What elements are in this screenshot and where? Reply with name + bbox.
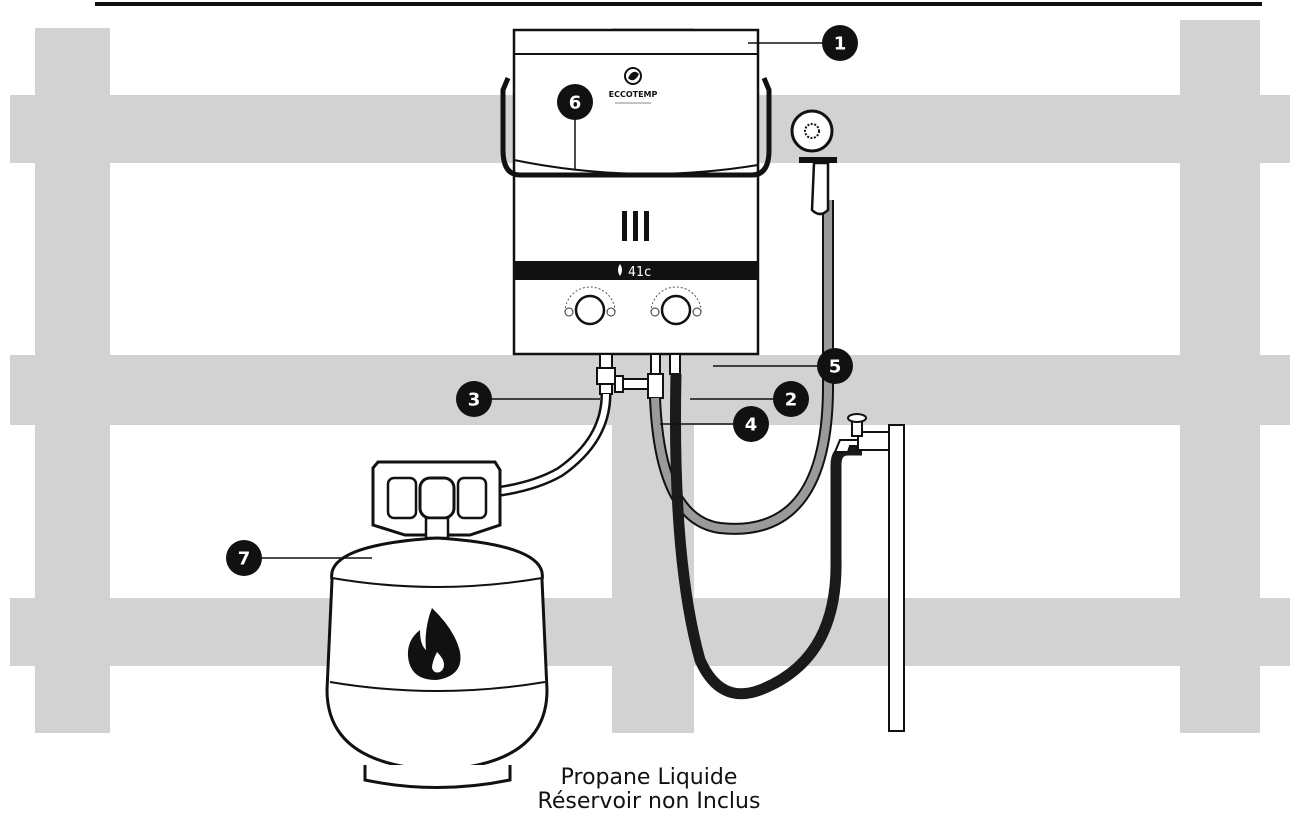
callout-label: 3	[468, 390, 481, 411]
tank-body	[325, 536, 549, 772]
water-heater: ECCOTEMP 41c	[500, 28, 772, 399]
water-control-knob	[650, 286, 702, 326]
callout-leaders	[262, 42, 823, 559]
brand-logo-icon	[624, 67, 642, 85]
heater-handle	[500, 77, 772, 178]
callout-4: 4	[733, 406, 769, 442]
callout-5: 5	[817, 348, 853, 384]
fence-rail-bottom	[10, 598, 1290, 666]
callout-label: 2	[785, 390, 798, 411]
propane-tank	[325, 460, 549, 789]
flame-indicator-icon	[618, 264, 622, 276]
callout-label: 5	[829, 357, 842, 378]
vent-slot	[633, 211, 638, 241]
tank-seam-bottom	[329, 681, 546, 692]
callout-label: 6	[569, 93, 582, 114]
callout-3: 3	[456, 381, 492, 417]
faucet-post	[888, 424, 905, 732]
tank-seam-top	[331, 577, 543, 588]
flame-icon	[407, 608, 461, 680]
temperature-readout: 41c	[628, 265, 651, 280]
heater-vent	[622, 211, 649, 241]
brand-logo-text: ECCOTEMP	[609, 90, 658, 99]
shower-head-nozzle-icon	[804, 123, 820, 139]
vent-slot	[644, 211, 649, 241]
faucet-handle-icon	[847, 413, 867, 423]
tank-valve	[418, 476, 456, 520]
caption-line-1: Propane Liquide	[560, 765, 738, 790]
vent-slot	[622, 211, 627, 241]
heater-body	[512, 28, 760, 356]
callout-label: 1	[834, 34, 847, 55]
water-inlet-tee-fitting	[614, 353, 664, 399]
shower-head-face	[790, 109, 834, 153]
water-supply-hose-black	[670, 373, 862, 700]
gas-inlet-fitting	[596, 353, 616, 395]
tank-collar-window-left	[386, 476, 418, 520]
temperature-display-band	[514, 261, 758, 280]
callout-label: 4	[745, 415, 758, 436]
shower-hose-gray-inner	[651, 200, 833, 533]
tank-foot-ring	[363, 765, 512, 789]
shower-head-handle	[810, 161, 830, 216]
caption-line-2: Réservoir non Inclus	[537, 789, 761, 814]
heater-front-panel-curve	[513, 159, 759, 175]
brand-logo: ECCOTEMP	[609, 67, 658, 104]
callout-1: 1	[822, 25, 858, 61]
faucet-spout	[833, 439, 859, 453]
hot-water-outlet-fitting	[669, 353, 681, 375]
callout-7: 7	[226, 540, 262, 576]
tank-valve-neck	[424, 516, 450, 540]
callout-6: 6	[557, 84, 593, 120]
outdoor-faucet	[833, 413, 905, 732]
tank-collar-window-right	[456, 476, 488, 520]
shower-head-clip	[799, 157, 837, 163]
callout-2: 2	[773, 381, 809, 417]
brand-logo-swirl	[628, 71, 639, 81]
shower-head	[790, 109, 837, 216]
gas-control-knob	[564, 286, 616, 326]
callouts: 1 2 3 4 5 6 7	[226, 25, 858, 576]
callout-label: 7	[238, 549, 251, 570]
